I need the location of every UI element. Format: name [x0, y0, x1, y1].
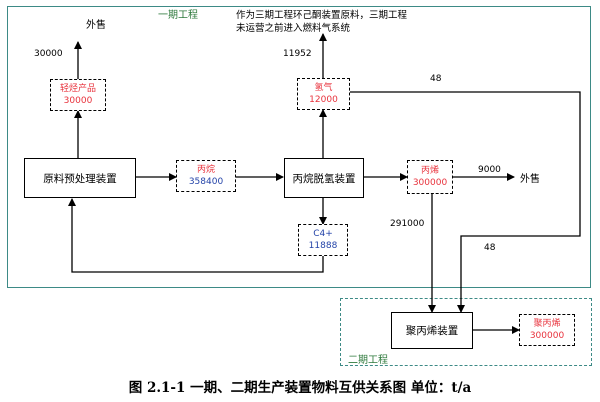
phase1-region	[7, 6, 591, 288]
flow-11952-label: 11952	[283, 49, 312, 59]
light-hydrocarbon-name: 轻烃产品	[59, 84, 96, 94]
export-propylene-label: 外售	[520, 174, 540, 185]
propane-name: 丙烷	[196, 165, 215, 175]
flow-9000-label: 9000	[478, 165, 501, 175]
hydrogen-box: 氢气 12000	[297, 78, 350, 110]
propylene-box: 丙烯 300000	[407, 160, 453, 194]
flow-c4-recycle	[68, 198, 324, 273]
polypropylene-box: 聚丙烯 300000	[519, 314, 575, 346]
flow-30000-label: 30000	[34, 49, 63, 59]
light-hydrocarbon-value: 30000	[63, 96, 93, 106]
polypropylene-name: 聚丙烯	[533, 319, 561, 329]
propylene-name: 丙烯	[420, 166, 439, 176]
propane-box: 丙烷 358400	[176, 160, 236, 192]
phase2-label: 二期工程	[348, 355, 388, 366]
propane-value: 358400	[188, 177, 224, 187]
phase1-label: 一期工程	[158, 10, 198, 21]
c4-box: C4+ 11888	[298, 224, 348, 256]
fuel-gas-note: 作为三期工程环己酮装置原料，三期工程未运营之前进入燃料气系统	[236, 10, 408, 34]
c4-name: C4+	[313, 229, 333, 239]
pdh-unit: 丙烷脱氢装置	[284, 158, 364, 198]
light-hydrocarbon-box: 轻烃产品 30000	[50, 79, 106, 111]
phase2-region	[340, 298, 592, 366]
c4-value: 11888	[308, 241, 338, 251]
export-light-label: 外售	[86, 20, 106, 31]
polypropylene-unit: 聚丙烯装置	[391, 312, 473, 349]
flow-48-right-label: 48	[484, 243, 496, 253]
flow-h2-to-pp	[350, 91, 581, 313]
figure-caption: 图 2.1-1 一期、二期生产装置物料互供关系图 单位：t/a	[128, 380, 472, 396]
hydrogen-value: 12000	[309, 95, 338, 105]
flow-48-top-label: 48	[430, 74, 442, 84]
propylene-value: 300000	[412, 178, 448, 188]
polypropylene-value: 300000	[529, 331, 565, 341]
flow-291000-label: 291000	[390, 219, 425, 229]
feed-pretreatment-unit: 原料预处理装置	[24, 158, 136, 198]
hydrogen-name: 氢气	[314, 83, 333, 93]
